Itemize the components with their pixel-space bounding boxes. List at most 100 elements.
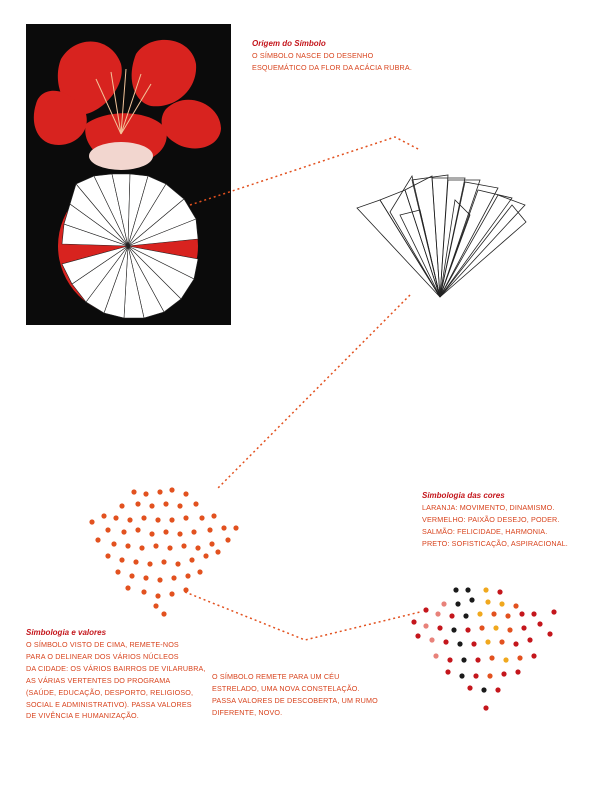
dot [503,657,509,663]
dot [171,575,177,581]
dot [435,611,441,617]
dot [411,619,417,625]
dot [457,641,463,647]
origin-title: Origem do Símbolo [252,39,326,48]
dot [477,611,483,617]
dot [531,611,537,617]
values-line: O SÍMBOLO VISTO DE CIMA, REMETE-NOS [26,640,179,649]
colors-line: VERMELHO: PAIXÃO DESEJO, PODER. [422,514,560,524]
dot [513,603,519,609]
dot [185,573,191,579]
dot [551,609,557,615]
dot [135,501,141,507]
origin-line: ESQUEMÁTICO DA FLOR DA ACÁCIA RUBRA. [252,62,412,72]
colors-line: LARANJA: MOVIMENTO, DINAMISMO. [422,503,555,512]
dot [209,541,215,547]
acacia-rubra-flower-photo [26,24,231,325]
dot [501,671,507,677]
dot [451,627,457,633]
dot [423,607,429,613]
dot [163,529,169,535]
origin-line: O SÍMBOLO NASCE DO DESENHO [252,51,374,60]
sky-line: O SÍMBOLO REMETE PARA UM CÉU [212,672,340,681]
dot [195,545,201,551]
dot [157,577,163,583]
dot [215,549,221,555]
dot [89,519,95,525]
dot [127,517,133,523]
dot [499,639,505,645]
dot [183,587,189,593]
values-block: Simbologia e valores O SÍMBOLO VISTO DE … [26,627,206,722]
dot [483,587,489,593]
values-line: PARA O DELINEAR DOS VÁRIOS NÚCLEOS [26,651,179,661]
dot [507,627,513,633]
dot [443,639,449,645]
values-title: Simbologia e valores [26,628,107,637]
dot [471,641,477,647]
dot [485,639,491,645]
dot [193,501,199,507]
dot [169,517,175,523]
dot [183,491,189,497]
dot [181,543,187,549]
sky-line: ESTRELADO, UMA NOVA CONSTELAÇÃO. [212,683,360,693]
dot [199,515,205,521]
dot [149,531,155,537]
dot [493,625,499,631]
dot [481,687,487,693]
dot [119,503,125,509]
dot [189,557,195,563]
dot [455,601,461,607]
dot [453,587,459,593]
dot-constellation-symbol-orange [89,487,239,617]
dot [111,541,117,547]
values-line: DE VIVÊNCIA E HUMANIZAÇÃO. [26,711,139,721]
dot [105,527,111,533]
dot [465,587,471,593]
dot [169,487,175,493]
dot [115,569,121,575]
dot [467,685,473,691]
colors-block: Simbologia das cores LARANJA: MOVIMENTO,… [422,490,568,550]
dot [101,513,107,519]
dot [547,631,553,637]
dot [139,545,145,551]
colors-title: Simbologia das cores [422,491,505,500]
values-line: SOCIAL E ADMINISTRATIVO). PASSA VALORES [26,699,192,709]
dot [141,515,147,521]
dot [177,531,183,537]
dot [423,623,429,629]
dot [537,621,543,627]
dot [475,657,481,663]
sky-line: DIFERENTE, NOVO. [212,707,283,717]
dot-constellation-symbol-multicolor [411,587,557,711]
dot [473,673,479,679]
dot [143,575,149,581]
dot [155,517,161,523]
dot [221,525,227,531]
dot [487,673,493,679]
schematic-flower-line-drawing [356,174,527,298]
dot [161,559,167,565]
dot [499,601,505,607]
dot [161,611,167,617]
dot [143,491,149,497]
colors-line: PRETO: SOFISTICAÇÃO, ASPIRACIONAL. [422,538,568,548]
dot [445,669,451,675]
dot [479,625,485,631]
dot [489,655,495,661]
dot [153,543,159,549]
sky-line: PASSA VALORES DE DESCOBERTA, UM RUMO [212,695,378,705]
dot [449,613,455,619]
dot [433,653,439,659]
dot [203,553,209,559]
dot [133,559,139,565]
dot [519,611,525,617]
values-line: DA CIDADE: OS VÁRIOS BAIRROS DE VILARUBR… [26,663,206,673]
origin-block: Origem do Símbolo O SÍMBOLO NASCE DO DES… [252,38,412,74]
dot [175,561,181,567]
dot [437,625,443,631]
dot [429,637,435,643]
